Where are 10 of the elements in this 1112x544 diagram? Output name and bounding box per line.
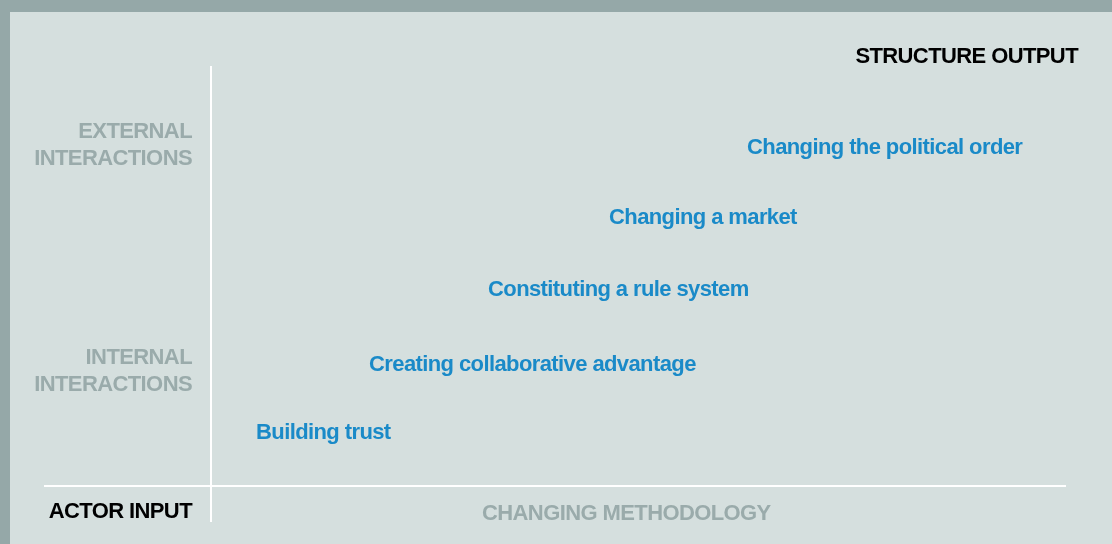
axis-label: STRUCTURE OUTPUT <box>855 42 1078 69</box>
category-label: Changing the political order <box>747 133 1023 160</box>
axis-label: EXTERNAL INTERACTIONS <box>33 117 192 171</box>
axis-label: ACTOR INPUT <box>48 497 192 524</box>
axis-label: INTERNAL INTERACTIONS <box>33 343 192 397</box>
category-label: Changing a market <box>609 203 797 230</box>
category-label: Creating collaborative advantage <box>369 350 696 377</box>
category-label: Constituting a rule system <box>488 275 749 302</box>
axis-label: CHANGING METHODOLOGY <box>482 499 771 526</box>
category-label: Building trust <box>256 418 391 445</box>
